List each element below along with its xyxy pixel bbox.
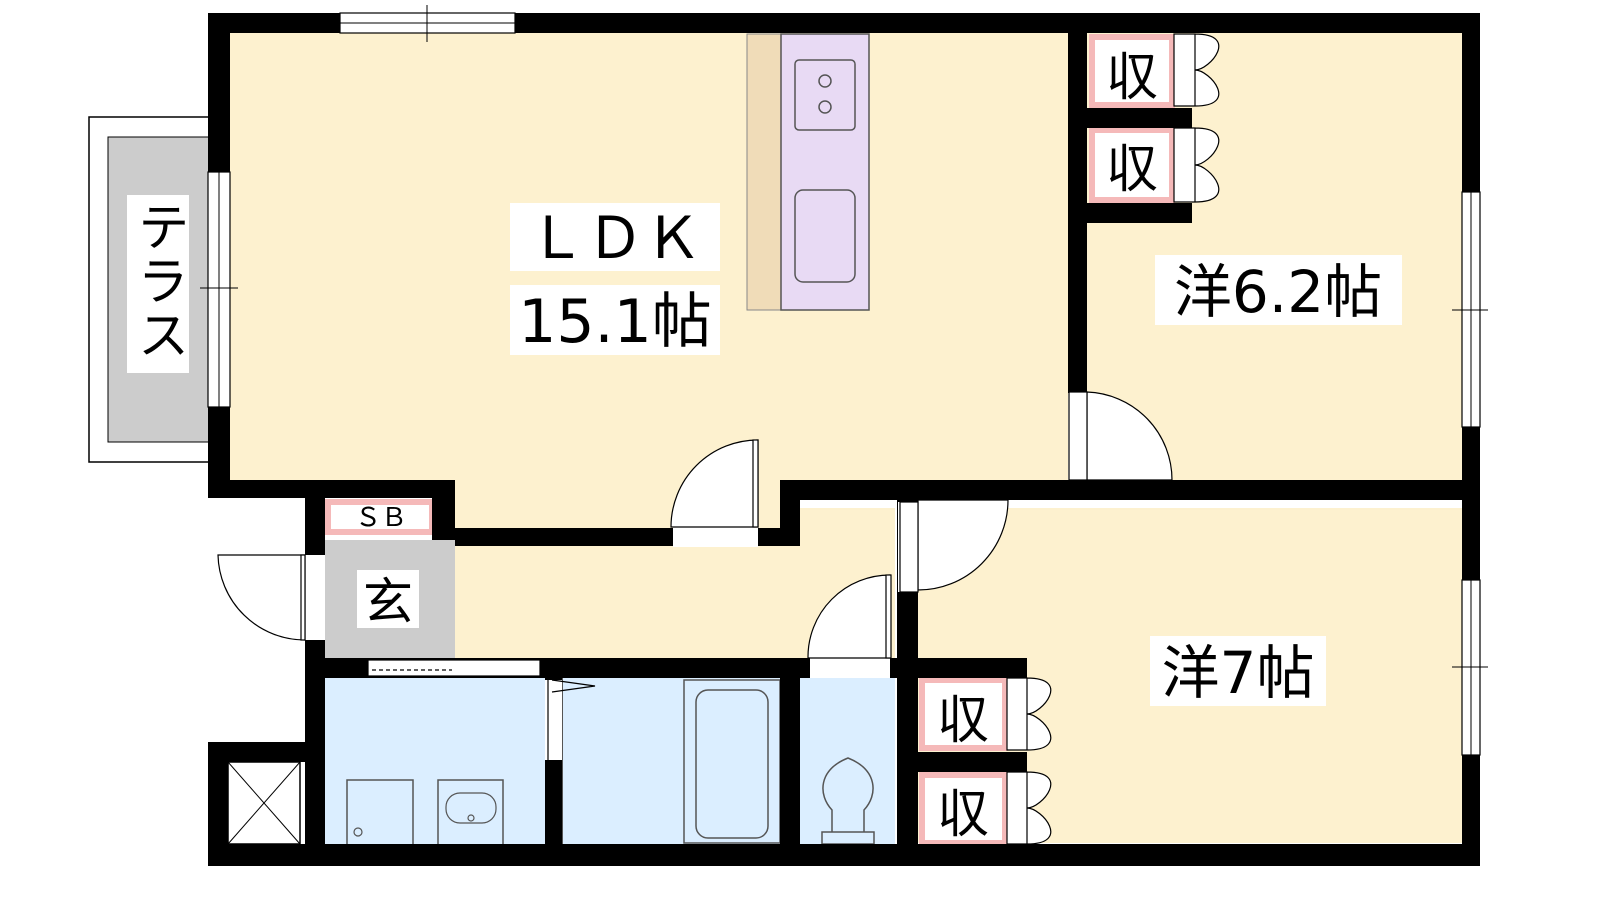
wall-bottom — [208, 844, 1480, 866]
door-western2-leaf — [899, 501, 919, 593]
storage-closet-3 — [919, 677, 1008, 751]
door-toilet-opening — [810, 658, 890, 678]
door-entrance-opening — [305, 555, 325, 640]
entrance-label-bg — [357, 570, 419, 628]
storage-closet-2 — [1089, 127, 1175, 203]
toilet-floor — [800, 678, 895, 844]
storage-label-4: 収 — [937, 785, 989, 845]
wall-ldk-bottom-right — [780, 480, 1462, 500]
western-room-2-label: 洋7帖 — [1162, 639, 1315, 707]
wall-ldk-western1 — [1068, 13, 1087, 500]
door-closet-4 — [1006, 771, 1052, 845]
door-entrance-leaf — [300, 554, 306, 641]
door-entrance-swing — [217, 554, 306, 641]
wall-utility-left — [208, 742, 228, 866]
labels: ＬＤＫ 15.1帖 洋6.2帖 洋7帖 テラス 玄 ＳＢ 収 収 収 収 — [127, 48, 1402, 845]
kitchen — [746, 33, 870, 311]
western-room-1-label-bg — [1155, 255, 1402, 325]
wall-bath-toilet — [780, 658, 800, 866]
bathroom-floor — [562, 678, 780, 844]
storage-label-3: 収 — [937, 691, 989, 751]
door-ldk-opening — [673, 527, 758, 547]
door-bathroom-fold — [547, 679, 596, 760]
western-room-2-label-bg — [1150, 636, 1326, 706]
wall-ldk-bottom-left — [208, 480, 455, 498]
windows — [200, 5, 1488, 756]
door-western1-swing — [1086, 391, 1173, 481]
storage-closet-1 — [1089, 34, 1175, 108]
wall-top — [208, 13, 1480, 33]
door-western1-leaf — [1068, 391, 1088, 481]
storage-label-1: 収 — [1106, 48, 1158, 108]
door-ldk-leaf — [752, 439, 759, 528]
doors — [217, 33, 1220, 845]
washbasin-bowl — [445, 792, 497, 824]
bathtub-inner — [695, 689, 769, 839]
ldk-size-bg — [510, 285, 720, 355]
ldk-floor — [230, 33, 1068, 528]
wall-closet-3-top — [897, 658, 1027, 678]
ldk-name-label: ＬＤＫ — [528, 204, 702, 272]
kitchen-counter — [746, 33, 782, 311]
door-closet-2 — [1173, 127, 1220, 203]
door-bathroom-opening — [545, 680, 562, 760]
storage-closet-4 — [919, 772, 1008, 846]
terrace-label: テラス — [128, 200, 188, 362]
ldk-size-label: 15.1帖 — [518, 287, 712, 357]
wall-notch-left — [432, 480, 455, 540]
burner-top-icon — [818, 74, 832, 88]
door-closet-1 — [1173, 33, 1220, 107]
door-toilet-swing — [807, 574, 891, 659]
stove — [794, 59, 856, 131]
shoe-box — [325, 499, 435, 535]
shoe-box-label: ＳＢ — [355, 503, 407, 533]
entrance-label: 玄 — [363, 573, 413, 631]
western-room-1-label: 洋6.2帖 — [1174, 258, 1382, 326]
door-washroom-sliding — [367, 659, 541, 677]
storage-closets — [325, 34, 1175, 846]
washroom-floor — [325, 678, 545, 844]
door-closet-3 — [1006, 677, 1052, 751]
wall-closet-3-bottom — [897, 752, 1027, 772]
wall-utility-top — [208, 742, 325, 762]
wall-closet-1-bottom — [1068, 108, 1192, 128]
utility-box-cross-b — [227, 761, 301, 845]
washing-machine-drain-icon — [353, 827, 363, 837]
washbasin-drain-icon — [467, 814, 475, 822]
door-toilet-leaf — [885, 574, 892, 659]
burner-bottom-icon — [818, 100, 832, 114]
terrace-label-bg — [127, 195, 189, 373]
ldk-name-bg — [510, 203, 720, 271]
storage-label-2: 収 — [1106, 140, 1158, 200]
wall-closet-2-bottom — [1068, 203, 1192, 223]
kitchen-sink — [794, 189, 856, 283]
door-ldk-swing — [670, 439, 759, 528]
door-western2-swing — [917, 499, 1009, 591]
